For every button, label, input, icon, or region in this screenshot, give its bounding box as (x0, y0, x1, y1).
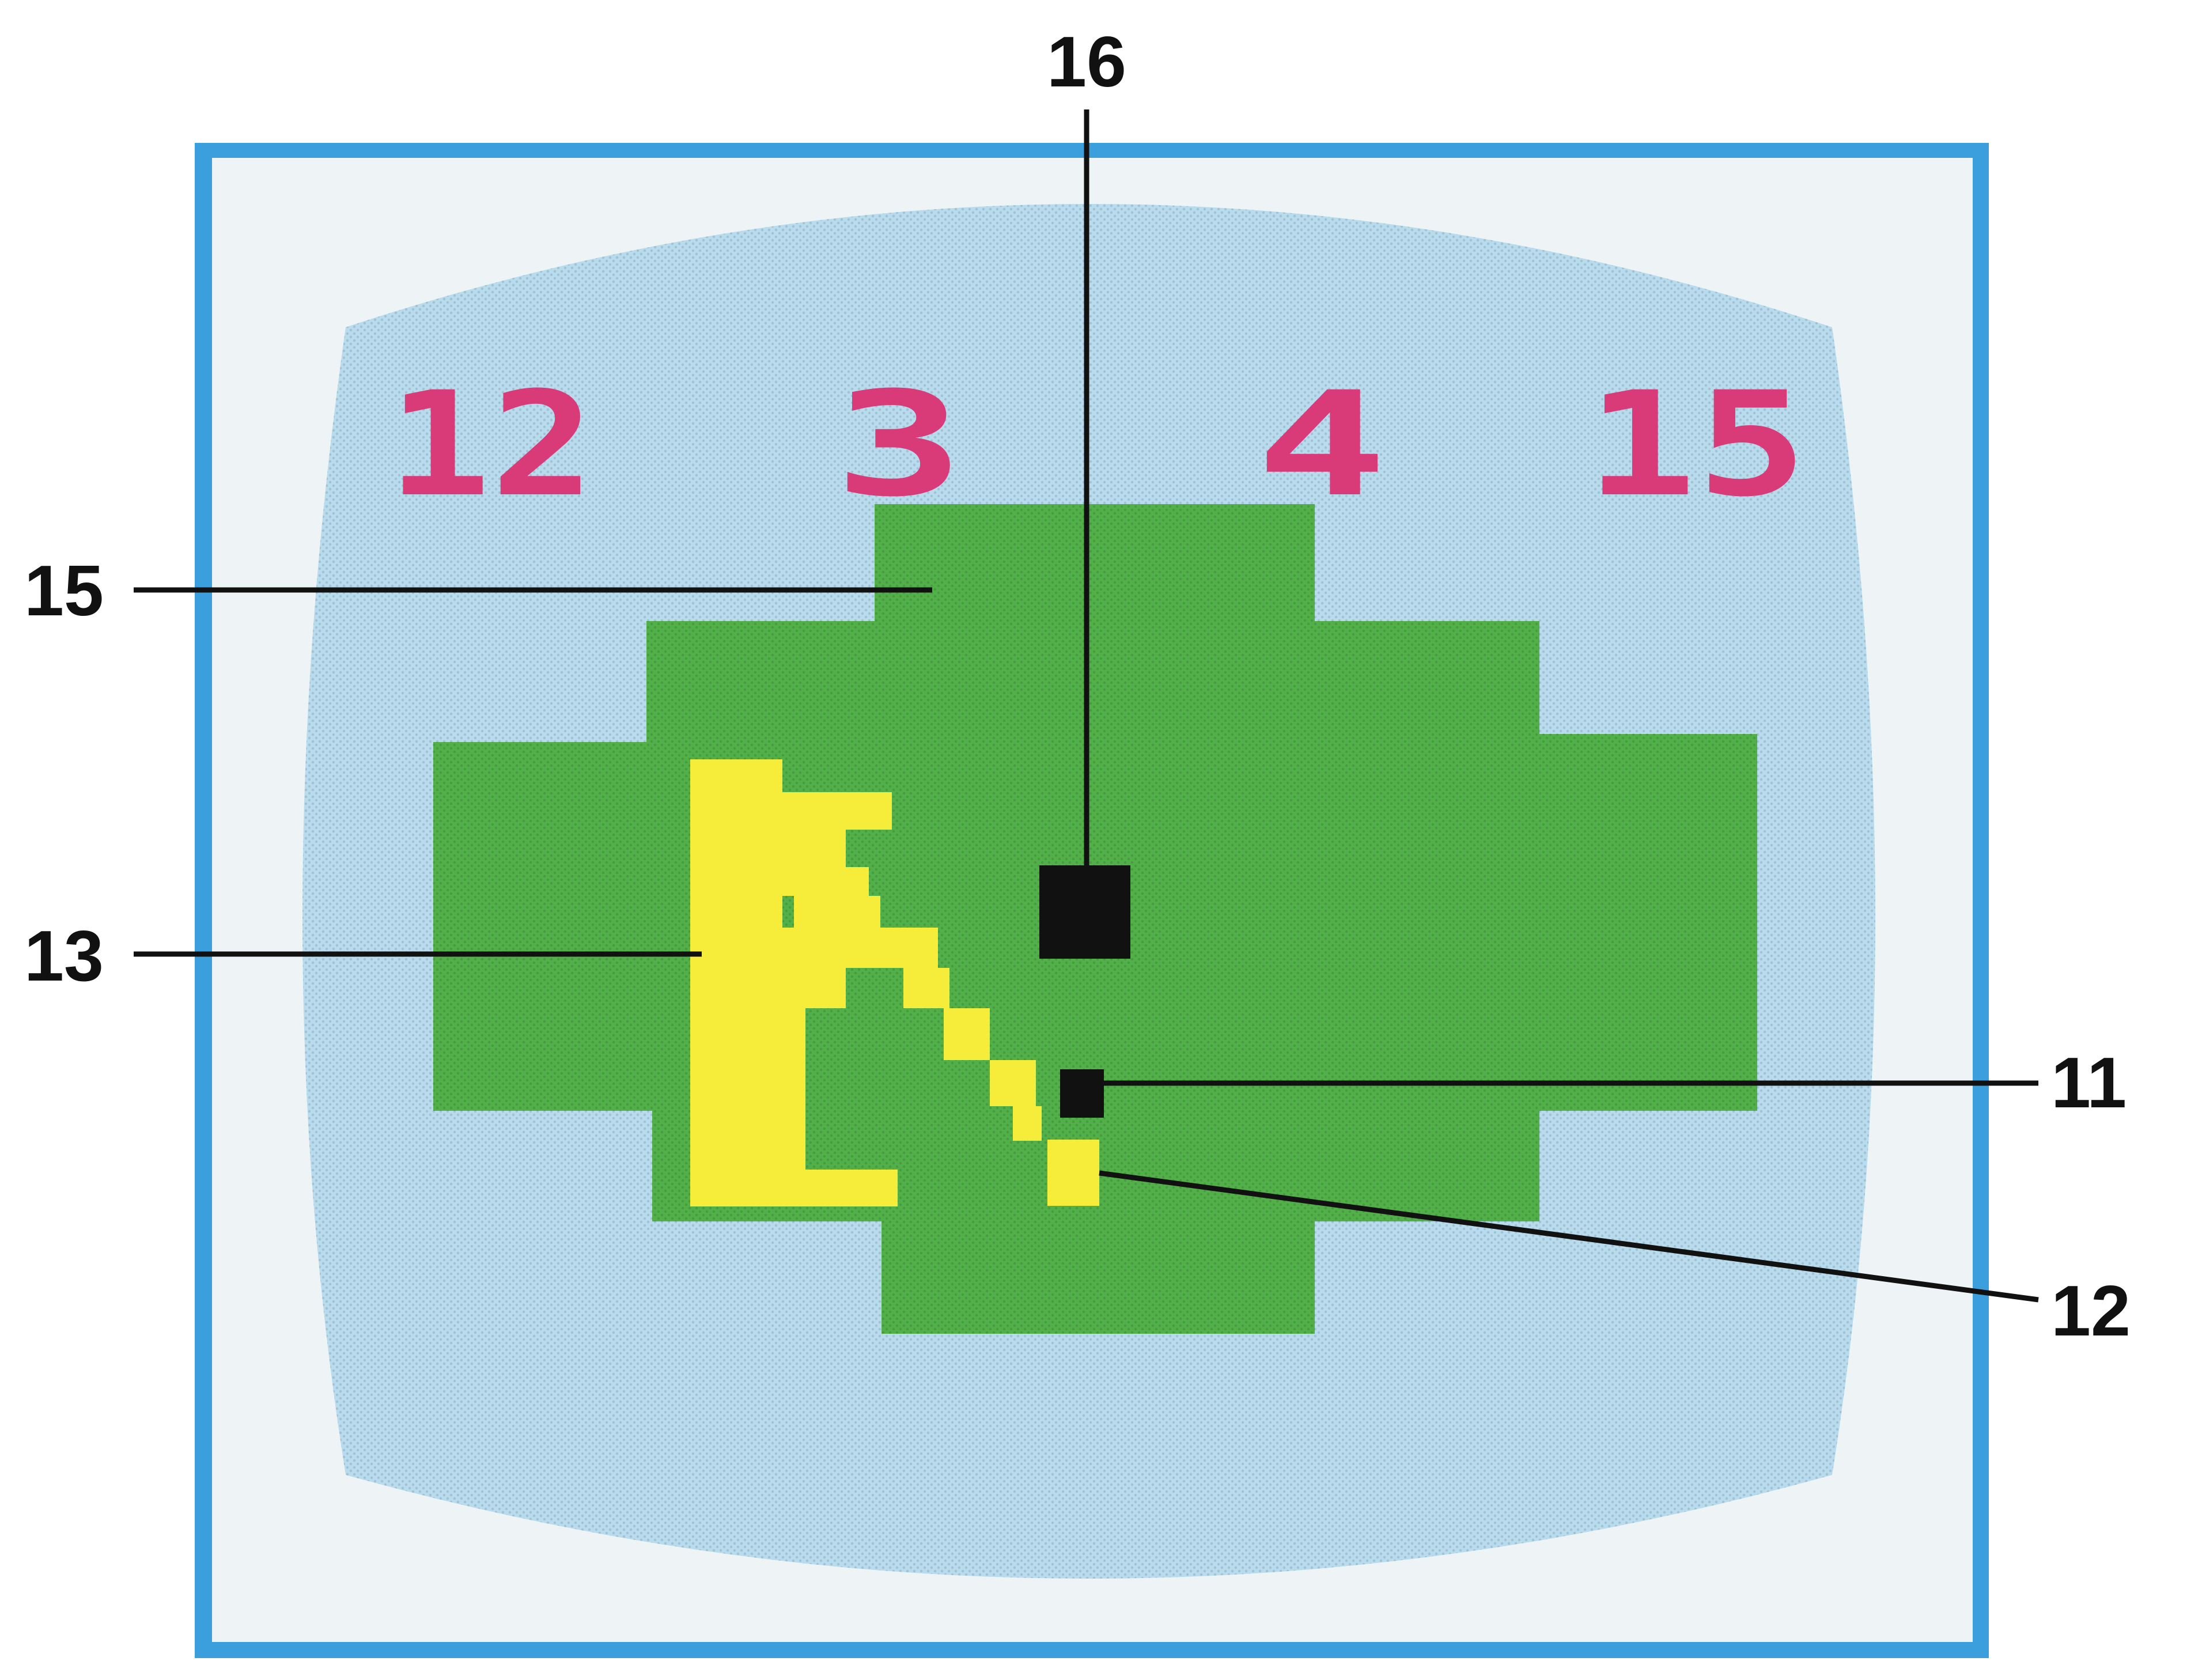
callout-16: 16 (1047, 22, 1126, 102)
club-head (1047, 1140, 1099, 1206)
callout-11: 11 (2051, 1043, 2127, 1123)
hole-cup (1039, 865, 1130, 959)
score-left-player: 12 (387, 361, 595, 528)
score-right-player: 15 (1586, 361, 1807, 528)
score-right-strokes: 4 (1256, 361, 1387, 528)
callout-13: 13 (24, 917, 104, 996)
callout-12: 12 (2051, 1272, 2131, 1351)
callout-15: 15 (24, 551, 104, 631)
score-left-strokes: 3 (834, 361, 964, 528)
golf-ball (1060, 1069, 1104, 1118)
